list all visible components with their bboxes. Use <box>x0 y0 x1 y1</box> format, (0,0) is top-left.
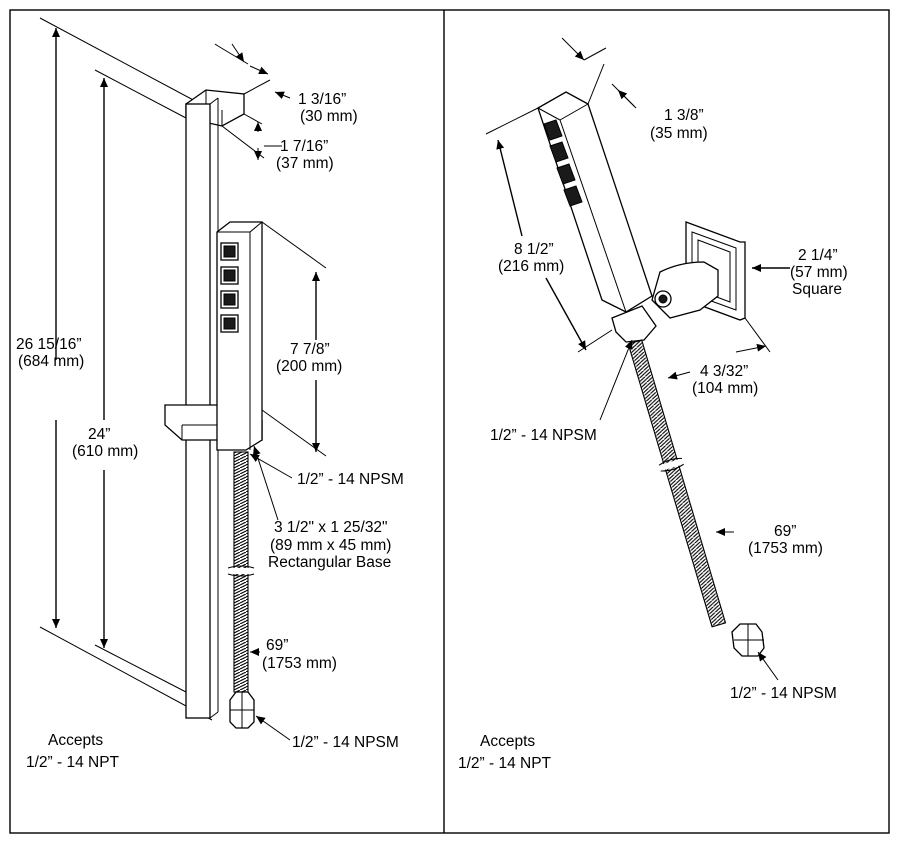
right-length-text: 8 1/2” <box>514 241 554 258</box>
base-size-mm-text: (89 mm x 45 mm) <box>270 537 391 554</box>
hose-right <box>627 339 727 628</box>
mount-line-top <box>94 69 187 119</box>
top-connection-text: 1/2” - 14 NPSM <box>297 471 404 488</box>
right-hose-length-mm-text: (1753 mm) <box>748 540 823 557</box>
left-slide-bar-drawing <box>39 17 327 741</box>
handshower-length-text: 7 7/8” <box>290 341 330 358</box>
projection-mm-text: (104 mm) <box>692 380 758 397</box>
right-dimension-labels: 1 3/8” (35 mm) 8 1/2” (216 mm) 2 1/4” (5… <box>458 107 848 772</box>
bar-depth-mm-text: (37 mm) <box>276 155 334 172</box>
accepts-label: Accepts <box>48 732 103 749</box>
base-type-text: Rectangular Base <box>268 554 391 571</box>
outer-frame <box>9 9 890 834</box>
right-accepts-label: Accepts <box>480 733 535 750</box>
flange-size-mm-text: (57 mm) <box>790 264 848 281</box>
mount-spacing-text: 24” <box>88 426 110 443</box>
spray-nozzles-right <box>543 119 583 207</box>
right-top-connection-text: 1/2” - 14 NPSM <box>490 427 597 444</box>
left-dimension-labels: 1 3/16” (30 mm) 1 7/16” (37 mm) 26 15/16… <box>16 91 404 771</box>
right-wall-mount-drawing <box>485 37 790 681</box>
overall-height-mm-text: (684 mm) <box>18 353 84 370</box>
right-length-mm-text: (216 mm) <box>498 258 564 275</box>
base-size-text: 3 1/2" x 1 25/32" <box>274 519 388 536</box>
projection-text: 4 3/32” <box>700 363 748 380</box>
wall-line-bottom <box>39 626 213 721</box>
right-bottom-connection-text: 1/2” - 14 NPSM <box>730 685 837 702</box>
spray-nozzles-left <box>220 242 239 333</box>
holder-cradle <box>611 305 657 343</box>
hand-shower-right <box>537 91 653 313</box>
wall-mount-body <box>651 261 719 319</box>
hose-length-text: 69” <box>266 637 288 654</box>
wall-line-top <box>39 17 213 111</box>
flange-shape-text: Square <box>792 281 842 298</box>
flange-size-text: 2 1/4” <box>798 247 838 264</box>
bottom-connection-text: 1/2” - 14 NPSM <box>292 734 399 751</box>
handshower-length-mm-text: (200 mm) <box>276 358 342 375</box>
right-hose-length-text: 69” <box>774 523 796 540</box>
mount-spacing-mm-text: (610 mm) <box>72 443 138 460</box>
overall-height-text: 26 15/16” <box>16 336 82 353</box>
right-width-text: 1 3/8” <box>664 107 704 124</box>
bar-width-text: 1 3/16” <box>298 91 346 108</box>
bar-width-mm-text: (30 mm) <box>300 108 358 125</box>
hose-length-mm-text: (1753 mm) <box>262 655 337 672</box>
right-width-mm-text: (35 mm) <box>650 125 708 142</box>
accepts-thread-text: 1/2” - 14 NPT <box>26 754 120 771</box>
right-accepts-thread-text: 1/2” - 14 NPT <box>458 755 552 772</box>
bar-depth-text: 1 7/16” <box>280 138 328 155</box>
mount-line-bottom <box>94 644 187 693</box>
